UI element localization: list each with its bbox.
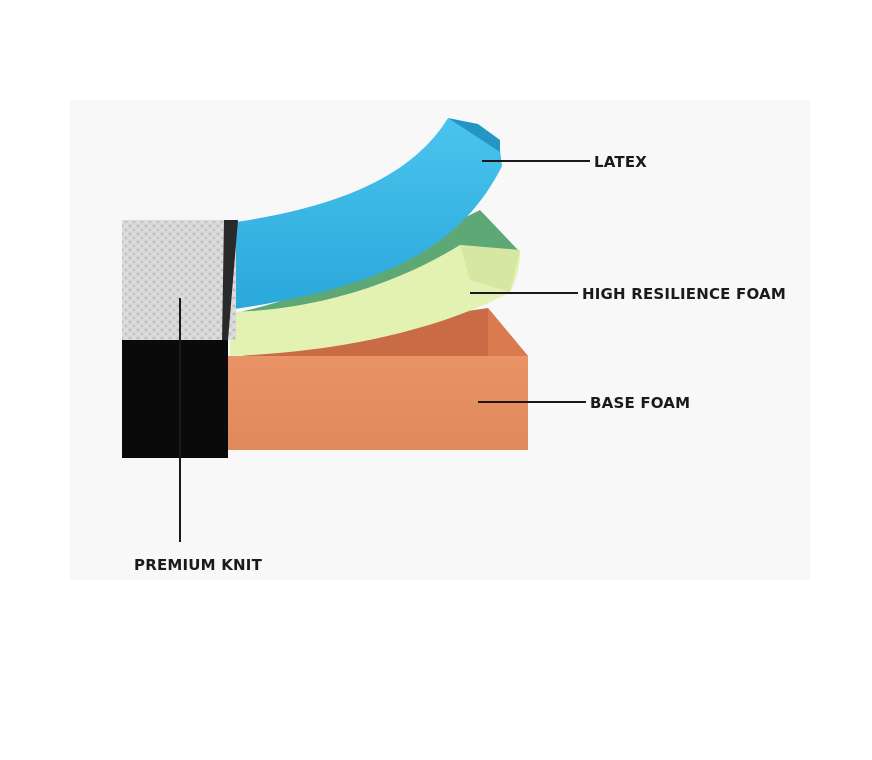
hr-foam-shade	[460, 245, 520, 292]
latex-layer	[228, 118, 502, 310]
knit-upper-edge	[222, 220, 238, 340]
latex-front	[228, 118, 502, 310]
high-resilience-foam-label: HIGH RESILIENCE FOAM	[582, 285, 786, 303]
hr-foam-front	[230, 245, 520, 356]
leader-lines	[179, 160, 590, 542]
base-foam-label: BASE FOAM	[590, 394, 690, 412]
latex-label: LATEX	[594, 153, 647, 171]
latex-top-edge	[448, 118, 500, 152]
knit-lower	[122, 340, 228, 458]
premium-knit-label: PREMIUM KNIT	[134, 556, 263, 574]
